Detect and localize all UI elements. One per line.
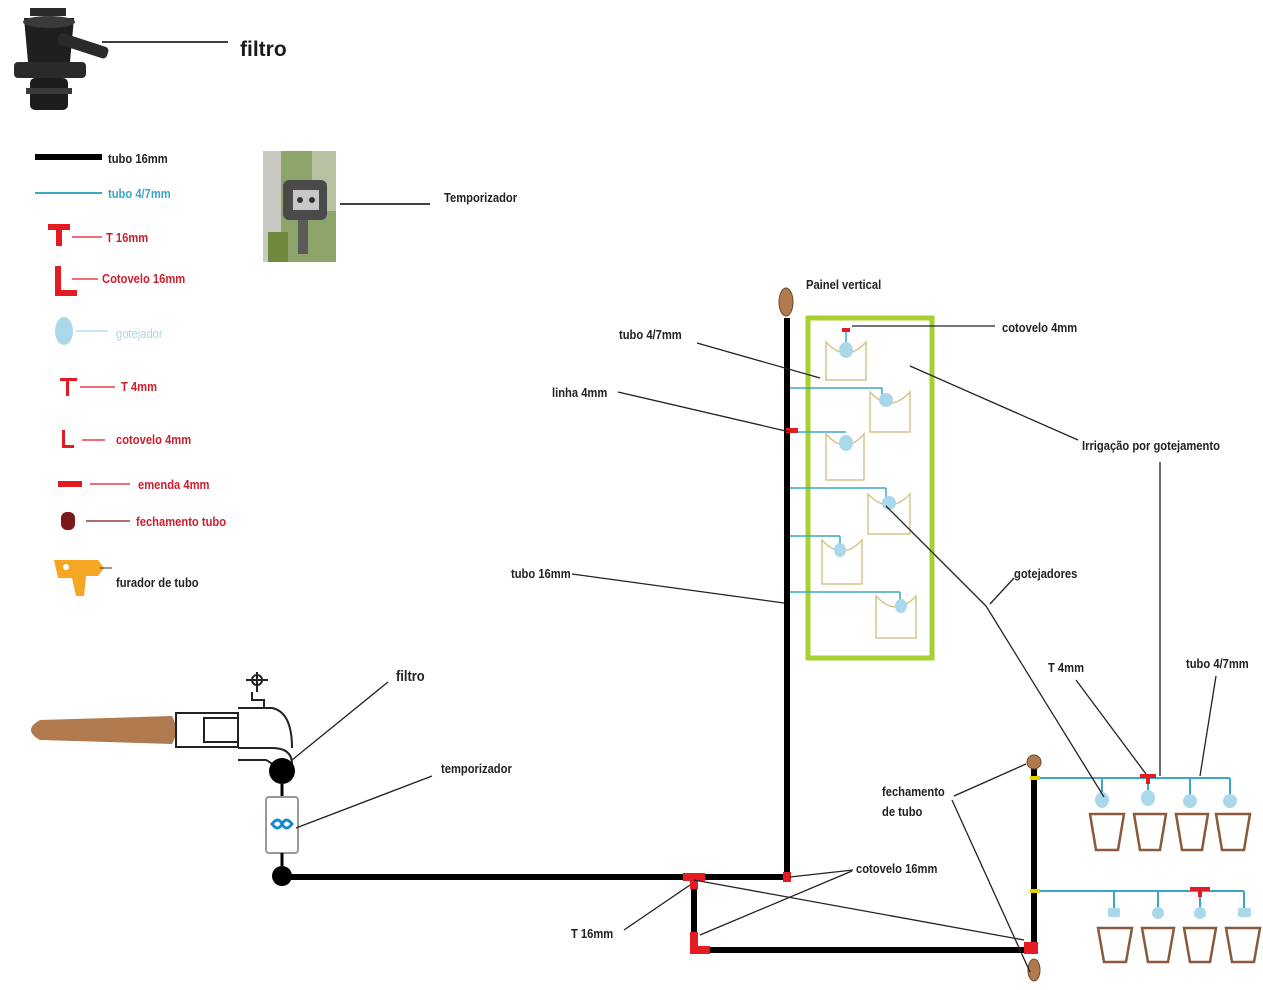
legend-cap-icon [61,512,130,530]
end-cap-top [778,287,794,317]
legend-punch-label: furador de tubo [116,575,199,590]
panel-lines [790,332,901,602]
leader-lines [291,325,1217,973]
legend-tube47-label: tubo 4/7mm [108,186,171,201]
right-pots [1088,812,1262,964]
tube47-top-label: tubo 4/7mm [619,327,682,342]
elbow4-label: cotovelo 4mm [1002,320,1078,335]
timer-photo [263,151,336,262]
legend-cap-label: fechamento tubo [136,514,227,529]
right-t-fittings [1140,774,1210,897]
legend-coupling-label: emenda 4mm [138,477,210,492]
filter-icon [14,8,109,110]
panel-pots [821,340,917,639]
vertical-panel-label: Painel vertical [806,277,882,292]
faucet-icon [175,672,294,765]
end-cap-label-2: de tubo [882,804,923,819]
timer-label: Temporizador [444,190,518,205]
t4-right-label: T 4mm [1048,660,1085,675]
elbow16-label: cotovelo 16mm [856,861,938,876]
legend-elbow4-label: cotovelo 4mm [116,432,192,447]
filter-label: filtro [240,38,287,61]
legend-coupling-icon [58,481,130,487]
legend-elbow16-label: Cotovelo 16mm [102,271,186,286]
line4-label: linha 4mm [552,385,608,400]
tube47-right-label: tubo 4/7mm [1186,656,1249,671]
legend-t4-label: T 4mm [121,379,158,394]
legend-dripper-icon [55,317,108,345]
faucet-timer-label: temporizador [441,761,512,776]
fittings-16mm [683,872,1038,954]
t16-label: T 16mm [571,926,614,941]
legend-elbow4-icon [62,430,105,448]
legend-t4-icon [60,378,115,396]
legend-t16-icon [48,224,102,246]
drip-irrigation-label: Irrigação por gotejamento [1082,438,1220,453]
legend-tube16-label: tubo 16mm [108,151,168,166]
main-tube-16mm [282,318,1037,953]
end-cap-right-top [1026,754,1042,770]
legend-elbow16-icon [55,266,98,296]
timer-box [265,796,299,854]
legend-dripper-label: gotejador [116,326,163,341]
drippers-label: gotejadores [1014,566,1078,581]
hole-punch-icon [54,560,112,596]
hose [31,716,176,744]
legend-t16-label: T 16mm [106,230,149,245]
panel-drippers [834,342,907,613]
right-drippers [1095,790,1251,919]
tube16-label: tubo 16mm [511,566,571,581]
faucet-filter-label: filtro [396,668,425,685]
faucet-filter [269,758,295,784]
end-cap-right-bottom [1027,958,1041,982]
end-cap-label-1: fechamento [882,784,945,799]
